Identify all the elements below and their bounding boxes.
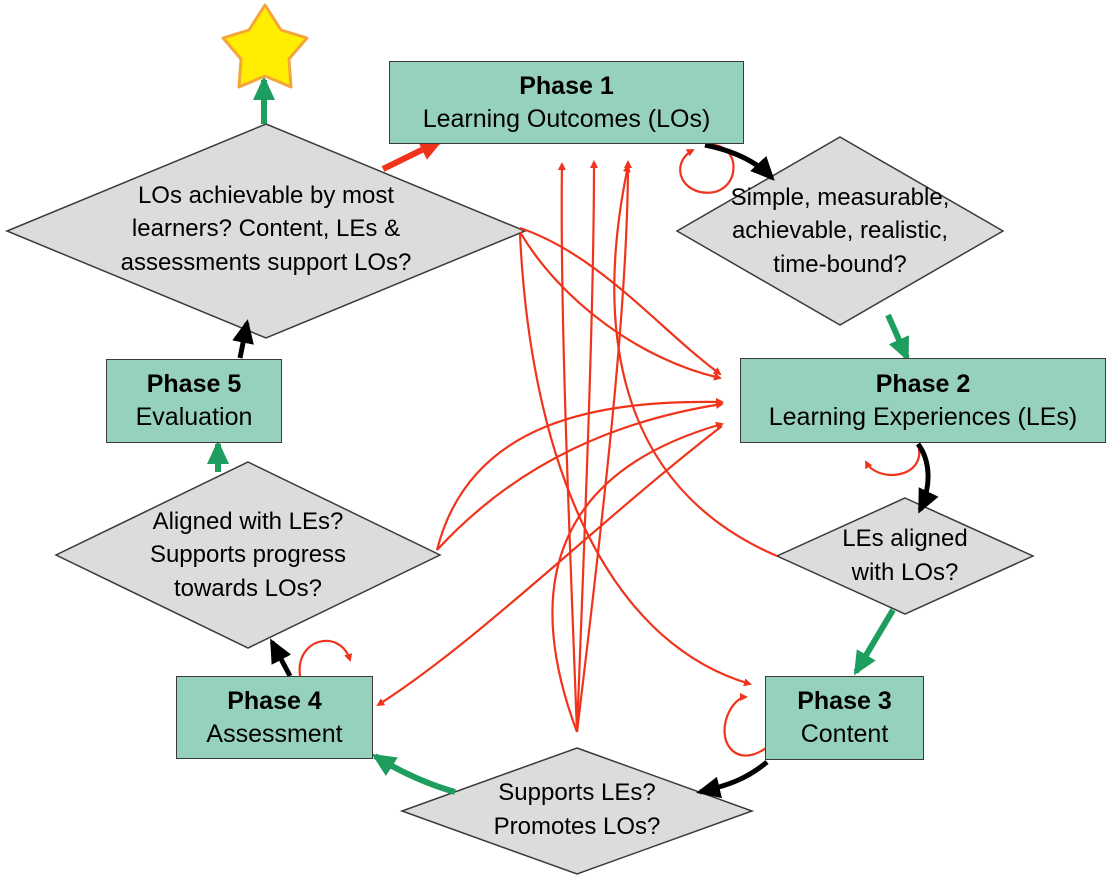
self-loop-p3 [723, 693, 767, 757]
pass-arrow-d1-to-p2 [885, 313, 910, 362]
phase-3-title: Phase 3 [797, 687, 892, 715]
forward-arrow-p2-to-d2 [915, 442, 939, 514]
forward-arrow-p4-to-d4 [269, 638, 293, 678]
feedback-arrow-p2-to-p4 [376, 425, 723, 707]
feedback-arrow-d2-to-p1 [613, 164, 778, 558]
feedback-arrow-d5-to-p3 [518, 233, 752, 687]
decision-diamond-assessment [54, 461, 442, 649]
phase-4-box: Phase 4 Assessment [176, 676, 373, 759]
decision-diamond-les-aligned [775, 497, 1035, 615]
decision-diamond-evaluation [5, 123, 527, 339]
feedback-arrow-d4-to-p2-a [435, 397, 724, 551]
phase-5-subtitle: Evaluation [135, 403, 253, 431]
phase-5-box: Phase 5 Evaluation [106, 359, 282, 443]
phase-2-subtitle: Learning Experiences (LEs) [768, 402, 1078, 431]
feedback-arrow-d3-to-p2 [551, 421, 724, 733]
forward-arrow-p5-to-d5 [232, 319, 254, 359]
feedback-arrow-d3-to-p1-c [575, 160, 632, 733]
decision-content-text: Supports LEs? Promotes LOs? [493, 779, 661, 840]
pass-arrow-d2-to-p3 [853, 608, 896, 676]
feedback-arrow-d5-to-p2-a [519, 226, 722, 376]
feedback-arrow-d4-to-p2-b [436, 400, 724, 551]
decision-diamond-smart [675, 136, 1005, 326]
phase-4-subtitle: Assessment [206, 719, 343, 748]
phase-3-box: Phase 3 Content [765, 676, 924, 760]
phase-4-title: Phase 4 [227, 686, 322, 715]
decision-evaluation-text: LOs achievable by most learners? Content… [120, 181, 412, 276]
phase-5-title: Phase 5 [146, 370, 242, 398]
forward-arrow-p1-to-d1 [704, 142, 775, 181]
feedback-arrow-d3-to-p1-a [557, 162, 579, 733]
decision-smart-text: Simple, measurable, achievable, realisti… [730, 183, 950, 278]
self-loop-p2 [865, 443, 921, 476]
phase-2-box: Phase 2 Learning Experiences (LEs) [740, 358, 1106, 443]
feedback-arrow-d3-to-p1-b [575, 160, 598, 733]
feedback-arrow-d5-to-p1 [381, 138, 444, 172]
forward-arrow-p3-to-d3 [696, 760, 769, 799]
decision-les-aligned-text: LEs aligned with LOs? [842, 525, 968, 586]
star-icon [221, 3, 309, 89]
decision-diamond-content [399, 747, 755, 875]
pass-arrow-d3-to-p4 [371, 753, 456, 795]
phase-1-title: Phase 1 [519, 71, 614, 100]
self-loop-p4 [298, 639, 353, 677]
phase-3-subtitle: Content [800, 720, 889, 748]
phase-1-subtitle: Learning Outcomes (LOs) [422, 104, 711, 133]
decision-assessment-text: Aligned with LEs? Supports progress towa… [149, 507, 347, 602]
feedback-arrow-d5-to-p2-b [519, 231, 722, 381]
phase-2-title: Phase 2 [875, 369, 971, 398]
phase-1-box: Phase 1 Learning Outcomes (LOs) [389, 61, 744, 144]
